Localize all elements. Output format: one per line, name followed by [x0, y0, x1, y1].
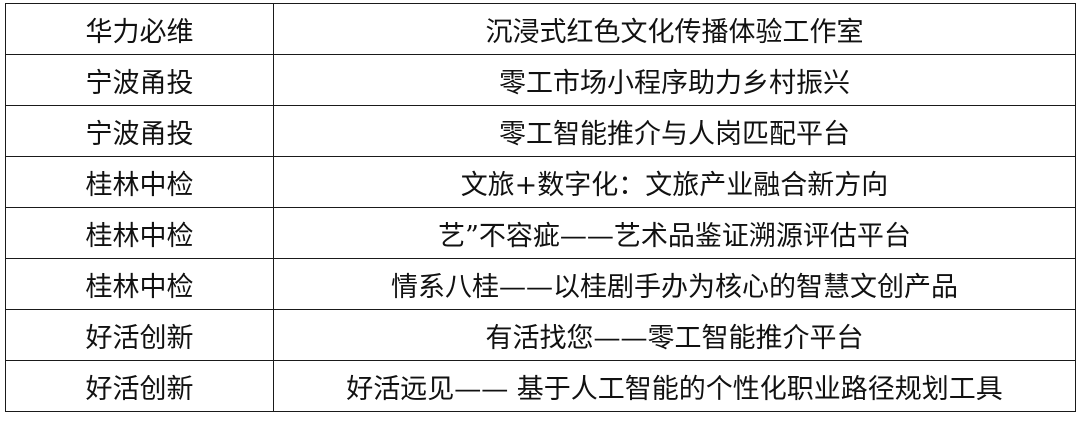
- table-row: 宁波甬投 零工市场小程序助力乡村振兴: [5, 54, 1076, 106]
- team-cell: 宁波甬投: [5, 105, 274, 157]
- team-cell: 宁波甬投: [5, 54, 274, 106]
- table-row: 好活创新 好活远见—— 基于人工智能的个性化职业路径规划工具: [5, 360, 1076, 412]
- team-cell: 桂林中检: [5, 258, 274, 310]
- project-cell: 零工智能推介与人岗匹配平台: [273, 105, 1076, 157]
- table-row: 桂林中检 艺”不容疵——艺术品鉴证溯源评估平台: [5, 207, 1076, 259]
- team-cell: 好活创新: [5, 360, 274, 412]
- table-row: 好活创新 有活找您——零工智能推介平台: [5, 309, 1076, 361]
- table-row: 桂林中检 文旅+数字化：文旅产业融合新方向: [5, 156, 1076, 208]
- table-row: 宁波甬投 零工智能推介与人岗匹配平台: [5, 105, 1076, 157]
- team-cell: 华力必维: [5, 3, 274, 55]
- project-cell: 零工市场小程序助力乡村振兴: [273, 54, 1076, 106]
- project-cell: 情系八桂——以桂剧手办为核心的智慧文创产品: [273, 258, 1076, 310]
- table-row: 华力必维 沉浸式红色文化传播体验工作室: [5, 3, 1076, 55]
- team-cell: 桂林中检: [5, 207, 274, 259]
- team-cell: 好活创新: [5, 309, 274, 361]
- project-cell: 艺”不容疵——艺术品鉴证溯源评估平台: [273, 207, 1076, 259]
- team-cell: 桂林中检: [5, 156, 274, 208]
- project-cell: 有活找您——零工智能推介平台: [273, 309, 1076, 361]
- table-row: 桂林中检 情系八桂——以桂剧手办为核心的智慧文创产品: [5, 258, 1076, 310]
- project-cell: 好活远见—— 基于人工智能的个性化职业路径规划工具: [273, 360, 1076, 412]
- project-cell: 沉浸式红色文化传播体验工作室: [273, 3, 1076, 55]
- project-cell: 文旅+数字化：文旅产业融合新方向: [273, 156, 1076, 208]
- project-table: 华力必维 沉浸式红色文化传播体验工作室 宁波甬投 零工市场小程序助力乡村振兴 宁…: [5, 3, 1076, 412]
